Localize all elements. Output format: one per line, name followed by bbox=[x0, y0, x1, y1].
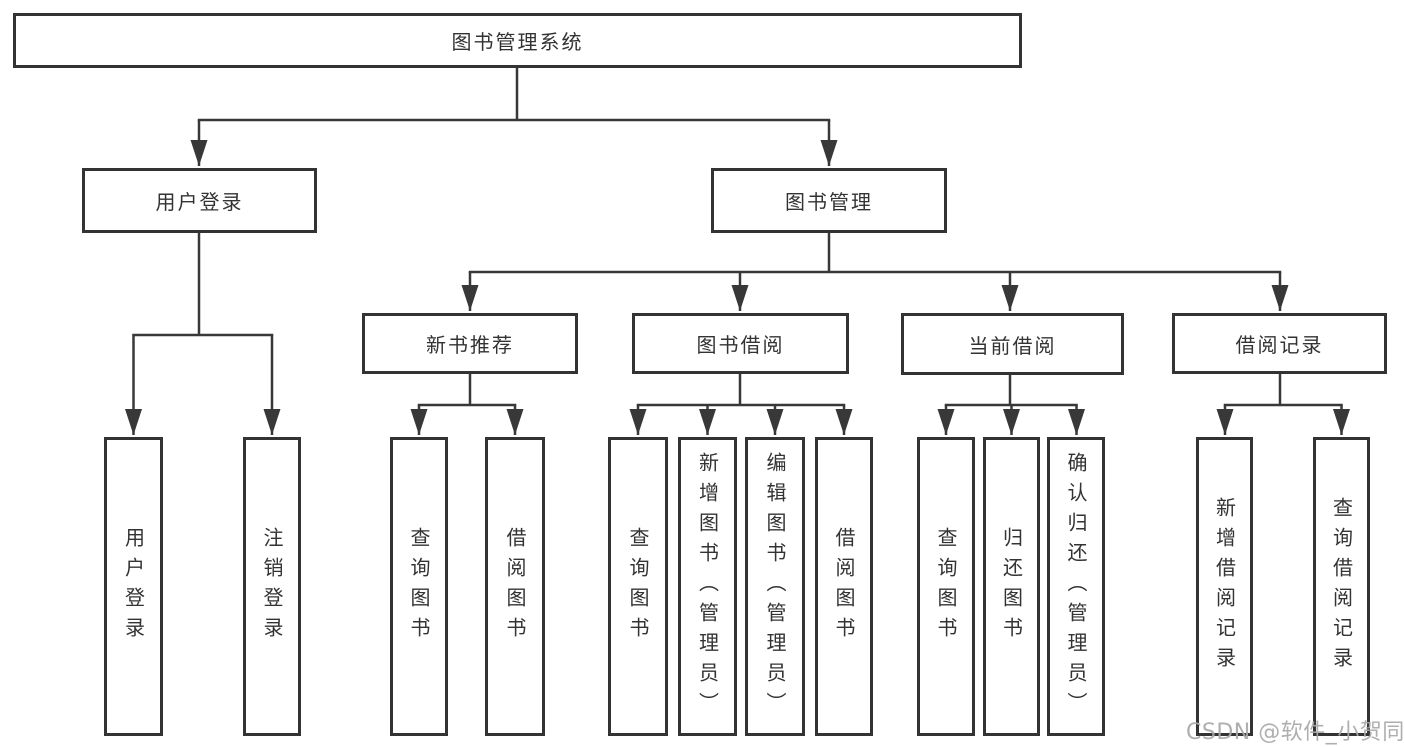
node-leaf-user-login: 用户登录 bbox=[104, 437, 163, 736]
node-new-book-recommend: 新书推荐 bbox=[362, 313, 578, 374]
node-leaf-query-books-current: 查询图书 bbox=[917, 437, 975, 736]
node-leaf-add-books-admin: 新增图书（管理员） bbox=[678, 437, 737, 736]
node-current-borrowing: 当前借阅 bbox=[901, 313, 1124, 375]
node-leaf-query-books-borrowing: 查询图书 bbox=[608, 437, 668, 736]
node-book-management: 图书管理 bbox=[711, 168, 947, 233]
csdn-watermark: CSDN @软件_小贺同学 bbox=[1186, 720, 1405, 745]
node-book-borrowing: 图书借阅 bbox=[632, 313, 849, 374]
node-root-library-system: 图书管理系统 bbox=[13, 13, 1022, 68]
node-leaf-return-books: 归还图书 bbox=[983, 437, 1040, 736]
node-leaf-query-books-recommend: 查询图书 bbox=[390, 437, 448, 736]
node-leaf-query-borrow-record: 查询借阅记录 bbox=[1313, 437, 1370, 736]
node-leaf-add-borrow-record: 新增借阅记录 bbox=[1196, 437, 1253, 736]
node-user-login: 用户登录 bbox=[82, 168, 317, 233]
node-leaf-confirm-return-admin: 确认归还（管理员） bbox=[1047, 437, 1105, 736]
node-leaf-edit-books-admin: 编辑图书（管理员） bbox=[745, 437, 805, 736]
node-borrowing-records: 借阅记录 bbox=[1172, 313, 1387, 374]
node-leaf-logout: 注销登录 bbox=[243, 437, 301, 736]
node-leaf-borrow-books: 借阅图书 bbox=[815, 437, 873, 736]
node-leaf-borrow-books-recommend: 借阅图书 bbox=[485, 437, 545, 736]
